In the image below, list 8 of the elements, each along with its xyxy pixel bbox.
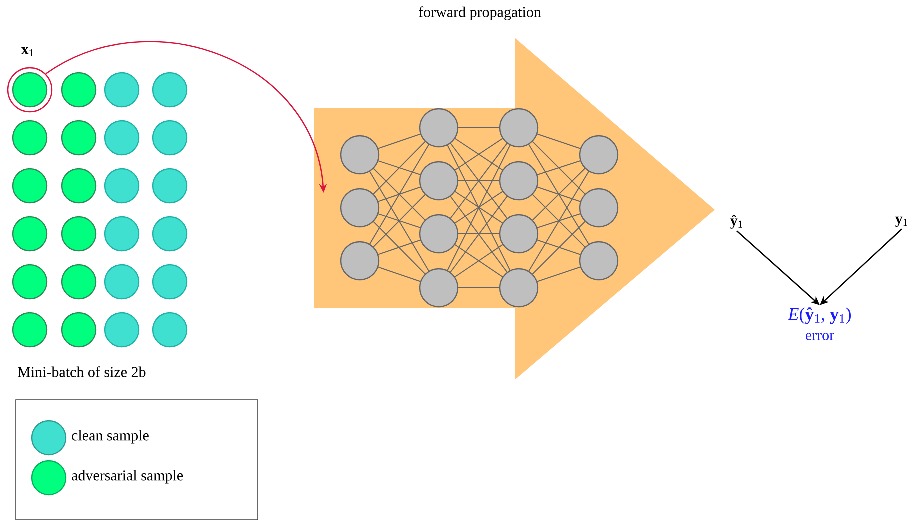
heading: forward propagation <box>419 6 542 20</box>
caption-text: Mini-batch of size 2b <box>18 366 146 378</box>
error-formula: E(ŷ$_{1}$, y$_{1}$) error <box>788 308 851 340</box>
target-label: y$_{1}$ <box>896 216 908 228</box>
output-label: ŷ$_{1}$ <box>730 215 742 229</box>
sample-label: x$_{1}$ <box>21 47 34 56</box>
legend-text: adversarial sample <box>72 470 184 484</box>
legend-text: clean sample <box>72 430 149 444</box>
